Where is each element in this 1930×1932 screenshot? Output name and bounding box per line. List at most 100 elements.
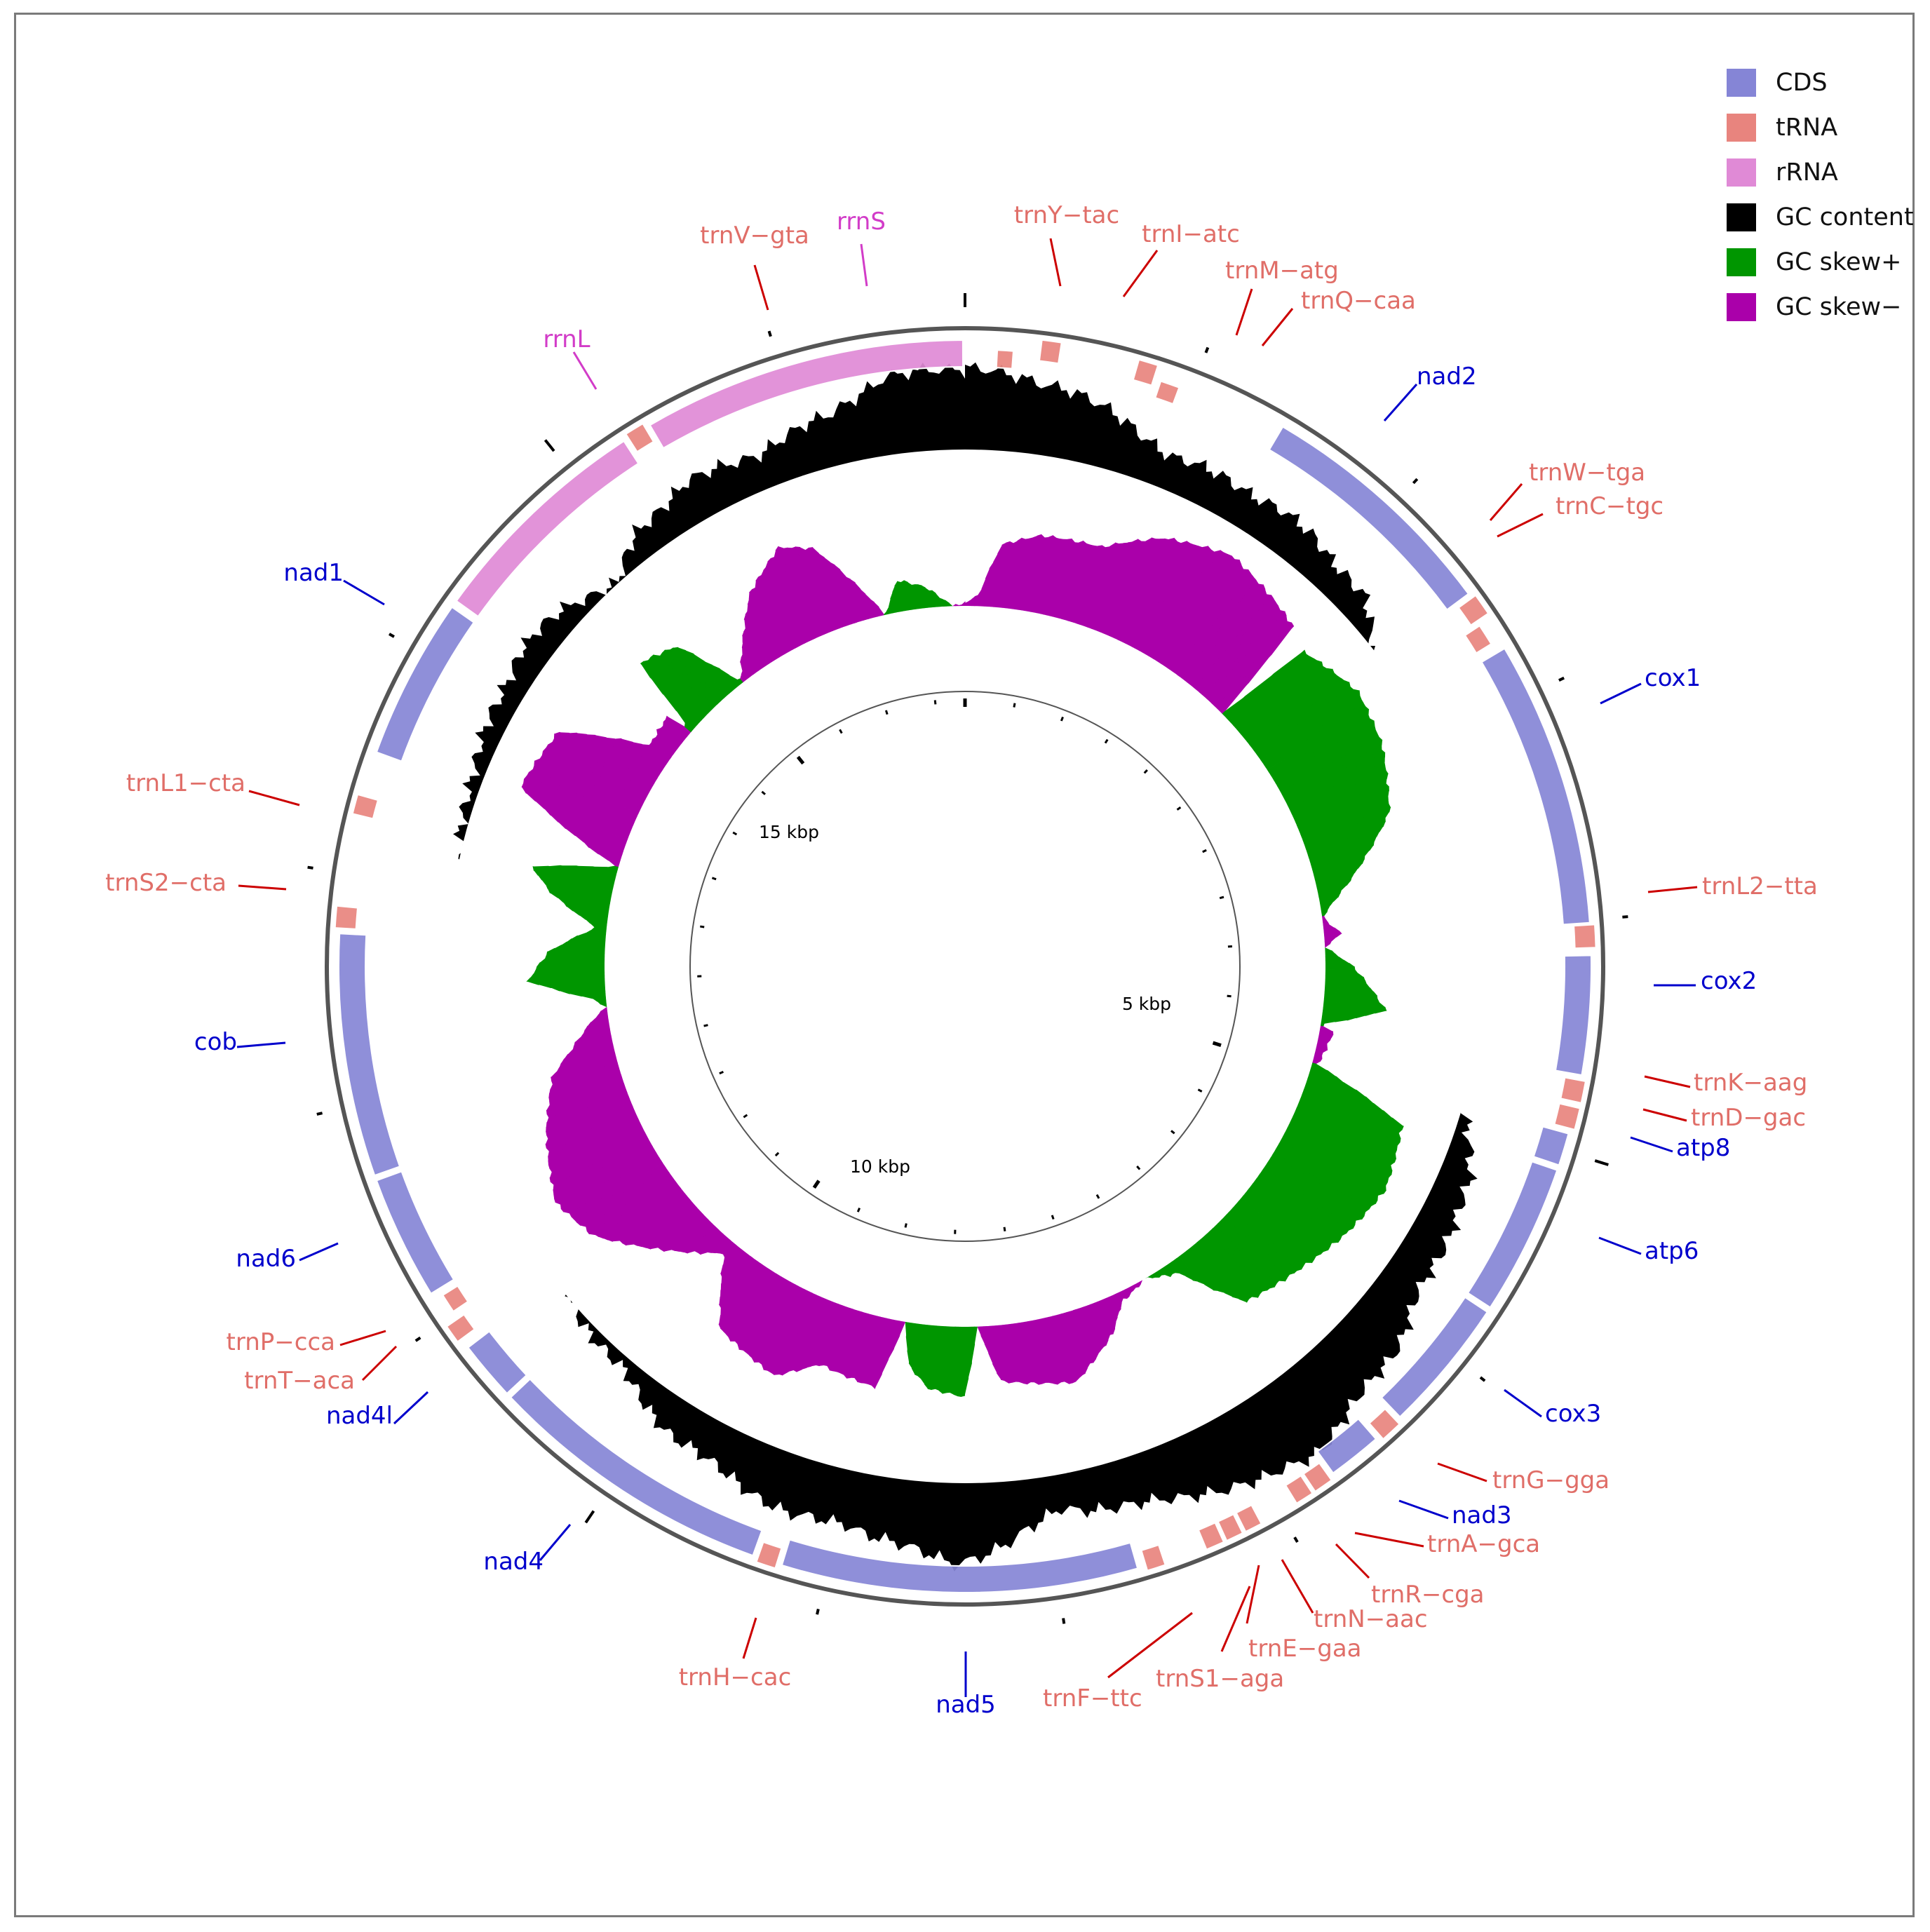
gc-skew-segment bbox=[1323, 921, 1330, 926]
gc-skew-segment bbox=[770, 557, 814, 642]
gc-skew-segment bbox=[1325, 963, 1355, 967]
gc-skew-segment bbox=[1067, 544, 1094, 622]
gc-skew-segment bbox=[1140, 546, 1203, 653]
leader-line bbox=[1644, 1075, 1691, 1088]
gc-skew-segment bbox=[1288, 1121, 1393, 1175]
gc-skew-segment bbox=[1286, 752, 1386, 806]
gc-skew-segment bbox=[1247, 1188, 1329, 1252]
gc-skew-segment bbox=[538, 982, 605, 988]
gc-skew-segment bbox=[938, 1326, 947, 1394]
gc-skew-segment bbox=[565, 828, 625, 852]
gc-skew-segment bbox=[1199, 1238, 1253, 1299]
gc-skew-segment bbox=[980, 1326, 985, 1344]
leader-line bbox=[1489, 483, 1523, 521]
gc-skew-segment bbox=[868, 1317, 887, 1386]
feature-arc-trna bbox=[1154, 380, 1180, 405]
feature-arc-trna bbox=[1573, 924, 1597, 950]
gc-skew-segment bbox=[600, 1006, 607, 1011]
gc-skew-segment bbox=[614, 738, 665, 771]
gc-skew-segment bbox=[1316, 1041, 1328, 1047]
gc-skew-segment bbox=[1039, 537, 1060, 615]
gc-skew-segment bbox=[1284, 1130, 1389, 1186]
gc-skew-segment bbox=[815, 1304, 842, 1367]
feature-label: nad4l bbox=[326, 1402, 393, 1430]
gc-skew-segment bbox=[697, 1229, 722, 1255]
outer-tick bbox=[1412, 478, 1419, 485]
gc-skew-segment bbox=[563, 902, 609, 913]
gc-skew-segment bbox=[1112, 539, 1161, 639]
gc-skew-segment bbox=[539, 755, 643, 809]
outer-tick bbox=[767, 330, 772, 337]
gc-skew-segment bbox=[1236, 1200, 1313, 1263]
feature-label: trnH−cac bbox=[679, 1663, 792, 1691]
feature-label: cox3 bbox=[1545, 1400, 1601, 1428]
gc-skew-segment bbox=[1325, 978, 1367, 985]
gc-skew-segment bbox=[559, 987, 606, 994]
gc-skew-segment bbox=[1168, 1262, 1180, 1274]
scale-label: 15 kbp bbox=[759, 822, 819, 842]
gc-skew-segment bbox=[811, 1302, 839, 1367]
gc-skew-segment bbox=[1060, 1313, 1083, 1379]
gc-skew-segment bbox=[921, 1325, 931, 1385]
scale-tick bbox=[1143, 769, 1148, 774]
gc-skew-segment bbox=[1131, 1284, 1136, 1291]
gc-skew-segment bbox=[1021, 1322, 1035, 1383]
gc-skew-segment bbox=[1325, 957, 1344, 961]
gc-skew-segment bbox=[553, 1143, 653, 1203]
gc-skew-segment bbox=[861, 1316, 881, 1384]
gc-skew-segment bbox=[927, 1325, 937, 1391]
legend-swatch-trna bbox=[1727, 114, 1756, 142]
gc-skew-segment bbox=[663, 719, 687, 740]
gc-skew-segment bbox=[839, 569, 861, 623]
feature-label: nad5 bbox=[936, 1691, 996, 1719]
leader-line bbox=[572, 351, 598, 390]
gc-skew-segment bbox=[590, 923, 607, 929]
gc-skew-segment bbox=[875, 1318, 893, 1389]
gc-skew-segment bbox=[745, 1280, 790, 1356]
gc-skew-segment bbox=[1270, 1154, 1366, 1217]
gc-skew-segment bbox=[551, 1056, 617, 1078]
gc-skew-segment bbox=[1117, 538, 1169, 642]
gc-skew-segment bbox=[554, 945, 605, 951]
gc-skew-segment bbox=[663, 722, 685, 742]
feature-arc-trna bbox=[1464, 624, 1492, 654]
gc-skew-segment bbox=[670, 1216, 708, 1252]
leader-line bbox=[1354, 1532, 1424, 1548]
gc-skew-segment bbox=[588, 1175, 674, 1236]
gc-skew-segment bbox=[591, 1016, 609, 1022]
scale-tick bbox=[1170, 1130, 1175, 1135]
gc-skew-segment bbox=[1208, 1229, 1267, 1292]
gc-skew-segment bbox=[1230, 1207, 1302, 1271]
gc-skew-segment bbox=[650, 654, 710, 714]
gc-skew-segment bbox=[580, 1168, 668, 1227]
gc-skew-segment bbox=[749, 589, 788, 654]
gc-skew-segment bbox=[819, 1304, 845, 1366]
gc-skew-segment bbox=[1061, 540, 1087, 620]
gc-skew-segment bbox=[758, 1285, 802, 1365]
gc-skew-segment bbox=[1123, 537, 1177, 644]
feature-arc-trna bbox=[1553, 1102, 1581, 1131]
gc-skew-segment bbox=[945, 1326, 953, 1393]
feature-arc-trna bbox=[351, 793, 379, 820]
gc-skew-segment bbox=[1321, 912, 1328, 917]
gc-skew-segment bbox=[704, 661, 734, 693]
gc-skew-segment bbox=[1064, 1311, 1086, 1376]
gc-skew-segment bbox=[579, 915, 608, 923]
scale-tick bbox=[1227, 994, 1231, 998]
gc-skew-segment bbox=[598, 1180, 677, 1239]
feature-arc-trna bbox=[442, 1285, 469, 1313]
gc-skew-segment bbox=[656, 729, 680, 750]
gc-skew-segment bbox=[564, 1043, 614, 1059]
gc-skew-segment bbox=[1324, 988, 1377, 996]
gc-skew-segment bbox=[1027, 534, 1045, 612]
gc-skew-segment bbox=[755, 580, 794, 651]
gc-skew-segment bbox=[754, 1284, 799, 1363]
leader-line bbox=[1107, 1612, 1193, 1679]
gc-skew-segment bbox=[1276, 1144, 1378, 1204]
gc-skew-segment bbox=[1102, 1298, 1116, 1330]
gc-skew-segment bbox=[561, 1047, 615, 1064]
gc-skew-segment bbox=[526, 978, 605, 985]
feature-label: trnD−gac bbox=[1691, 1104, 1806, 1132]
feature-label: trnF−ttc bbox=[1043, 1684, 1142, 1713]
gc-skew-segment bbox=[1128, 1285, 1134, 1293]
